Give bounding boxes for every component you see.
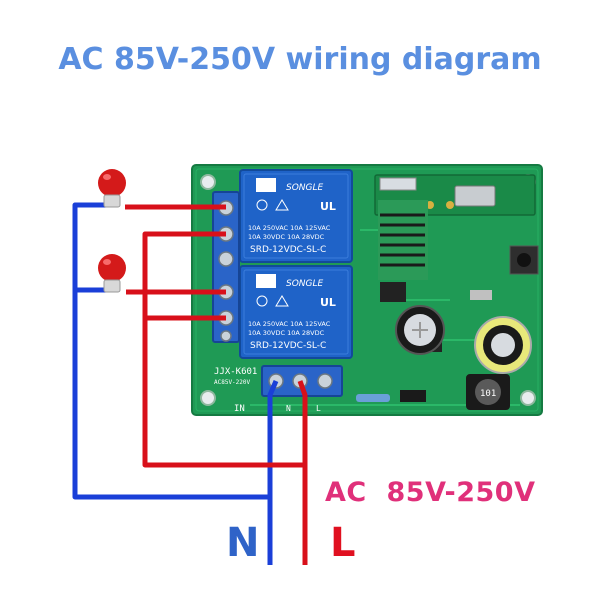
- songle-logo: [256, 274, 276, 288]
- terminal-screw: [218, 251, 234, 267]
- diagram-title: AC 85V-250V wiring diagram: [58, 42, 542, 77]
- neutral-label: N: [226, 520, 260, 566]
- relay-top-rating-2: 10A 30VDC 10A 28VDC: [248, 233, 325, 241]
- resistor: [356, 394, 390, 402]
- capacitor: [474, 316, 532, 374]
- relay-bottom: SONGLE UL 10A 250VAC 10A 125VAC 10A 30VD…: [239, 265, 353, 359]
- svg-text:UL: UL: [320, 296, 336, 309]
- board-n-pin: N: [286, 404, 291, 413]
- mounting-hole: [200, 390, 216, 406]
- board-l-pin: L: [316, 404, 321, 413]
- terminal-screw: [317, 373, 333, 389]
- relay-top-model: SRD-12VDC-SL-C: [250, 245, 326, 255]
- capacitor: [395, 305, 445, 355]
- terminal-screw: [220, 330, 232, 342]
- relay-top-rating-1: 10A 250VAC 10A 125VAC: [248, 224, 331, 232]
- svg-text:UL: UL: [320, 200, 336, 213]
- ac-voltage-label: AC 85V-250V: [325, 477, 536, 508]
- relay-bottom-brand: SONGLE: [286, 279, 324, 289]
- relay-bottom-rating-2: 10A 30VDC 10A 28VDC: [248, 329, 325, 337]
- relay-bottom-rating-1: 10A 250VAC 10A 125VAC: [248, 320, 331, 328]
- bulb-icon: [98, 169, 126, 208]
- relay-bottom-model: SRD-12VDC-SL-C: [250, 341, 326, 351]
- board-in-label: IN: [234, 404, 245, 414]
- bulb-icon: [98, 254, 126, 293]
- resistor: [470, 290, 492, 300]
- diode: [400, 390, 426, 402]
- inductor: 101: [466, 374, 510, 410]
- antenna-coil: [378, 200, 428, 280]
- board-voltage: AC85V-220V: [214, 379, 251, 386]
- live-label: L: [330, 520, 356, 566]
- live-wire: [125, 204, 308, 565]
- mounting-hole: [200, 174, 216, 190]
- output-terminal-block: [212, 191, 240, 343]
- board-model: JJX-K601: [214, 367, 257, 377]
- relay-top-brand: SONGLE: [286, 183, 324, 193]
- mounting-hole: [520, 390, 536, 406]
- learn-button: [509, 245, 539, 275]
- relay-top: SONGLE UL 10A 250VAC 10A 125VAC 10A 30VD…: [239, 169, 353, 263]
- inductor-label: 101: [480, 389, 496, 399]
- songle-logo: [256, 178, 276, 192]
- ic-chip: [380, 282, 406, 302]
